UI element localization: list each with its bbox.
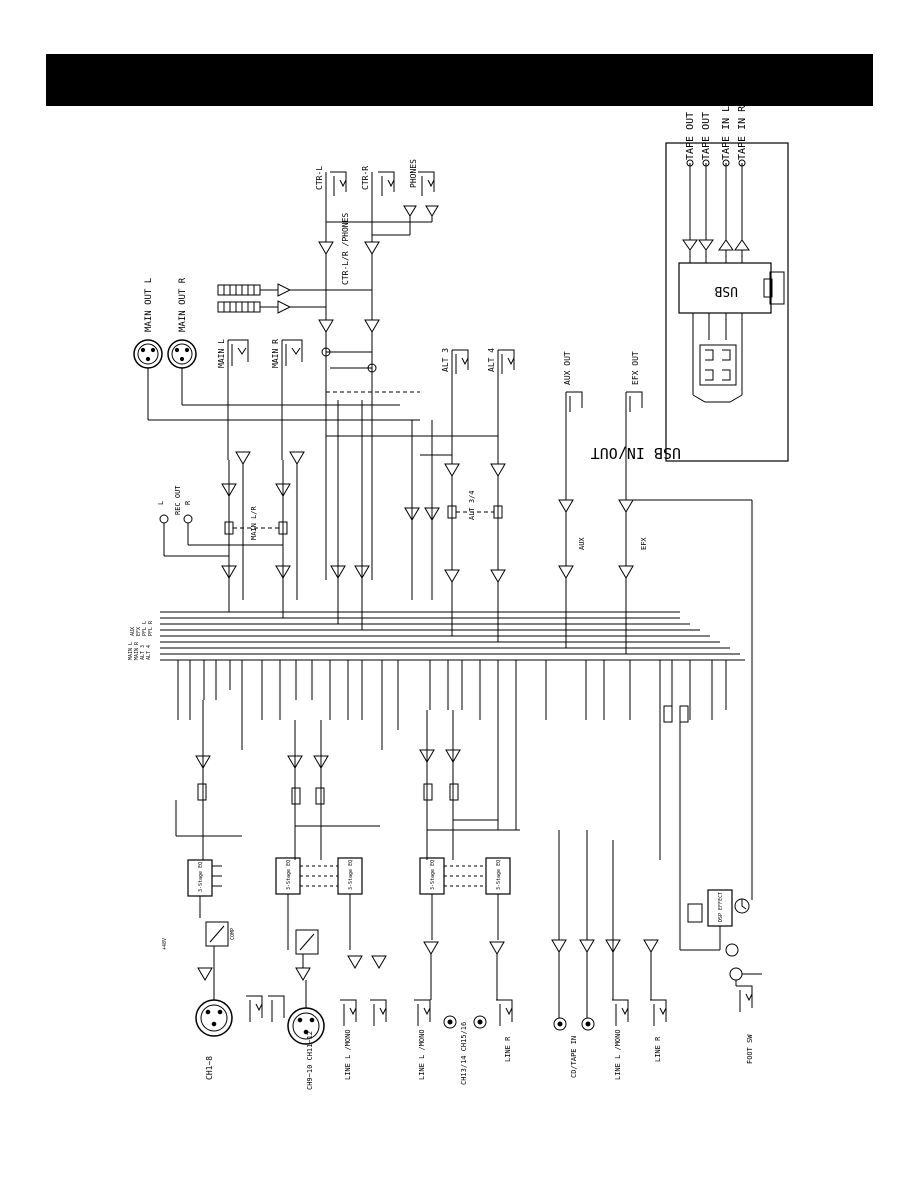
ch13-16-label: CH13/14 CH15/16: [460, 1022, 468, 1085]
foot-sw-label: FOOT SW: [746, 1034, 754, 1064]
bus-label-7: PFL R: [148, 620, 154, 636]
usb-panel: [665, 142, 789, 462]
aux-label: AUX: [578, 537, 586, 550]
input-section: [195, 720, 762, 1045]
usb-title: USB IN/OUT: [591, 444, 681, 462]
efx-out-label: EFX OUT: [631, 351, 640, 385]
line-r-label-2: LINE R: [654, 1036, 662, 1062]
main-jacks: [227, 339, 305, 600]
eq-block-label-1: 3-Stage EQ: [198, 862, 204, 892]
line-l-mono-label-3: LINE L /MONO: [614, 1029, 622, 1080]
line-r-label-1: LINE R: [504, 1036, 512, 1062]
alt34-label: ALT 3/4: [468, 490, 476, 520]
bus-label-6: PFL L: [142, 621, 148, 636]
main-out-r-label: MAIN OUT R: [178, 277, 188, 332]
line-l-mono-label-2: LINE L /MONO: [418, 1029, 426, 1080]
ch9-12-label: CH9~10 CH11~12: [306, 1031, 314, 1090]
eq-block-label-5: 3-Stage EQ: [496, 860, 502, 890]
bus-label-1: MAIN R: [134, 641, 140, 660]
eq-block-label-2: 3-Stage EQ: [286, 860, 292, 890]
usb-connector-icon: [769, 271, 785, 305]
ctr-lr-phones-label: CTR-L/R /PHONES: [341, 213, 350, 285]
alt3-label: ALT 3: [441, 348, 450, 372]
usb-device-label: USB: [714, 283, 738, 298]
ctr-phones: [318, 171, 439, 580]
ctr-r-label: CTR-R: [361, 166, 370, 190]
bus-label-3: ALT 4: [146, 645, 152, 660]
ctr-l-label: CTR-L: [315, 166, 324, 190]
line-l-mono-label-1: LINE L /MONO: [344, 1029, 352, 1080]
usb-port-label-2: TAPE IN L: [721, 106, 732, 160]
rec-out-label: REC OUT: [174, 485, 182, 515]
bus-label-2: ALT 3: [140, 645, 146, 660]
usb-port-label-0: TAPE OUT L: [685, 100, 696, 160]
ch1-8-label: CH1~8: [205, 1056, 214, 1080]
efx-label: EFX: [640, 537, 648, 550]
main-r-label: MAIN R: [271, 339, 280, 368]
main-l-label: MAIN L: [217, 339, 226, 368]
main-out-xlr: [133, 339, 420, 421]
aux-out-label: AUX OUT: [563, 351, 572, 385]
led-meters: [217, 283, 372, 314]
phones-label: PHONES: [409, 159, 418, 188]
phantom-label: +48V: [162, 938, 168, 950]
eq-blocks: [187, 857, 511, 950]
comp-label: COMP: [230, 928, 236, 940]
rec-l-label: L: [157, 501, 165, 505]
main-summing: [159, 391, 503, 600]
header-bar: [46, 54, 873, 106]
channel-taps: [175, 660, 727, 860]
alt4-label: ALT 4: [487, 348, 496, 372]
cd-tape-label: CD/TAPE IN: [570, 1036, 578, 1078]
main-lr-label: MAIN L/R: [250, 505, 258, 540]
bus-label-4: AUX: [130, 627, 136, 636]
bus-lines: [160, 600, 745, 661]
bus-label-0: MAIN L: [128, 642, 134, 660]
main-out-l-label: MAIN OUT L: [144, 278, 154, 332]
eq-block-label-4: 3-Stage EQ: [430, 860, 436, 890]
usb-port-label-3: TAPE IN R: [737, 105, 748, 160]
bus-label-5: EFX: [136, 627, 142, 636]
rec-r-label: R: [184, 500, 192, 505]
usb-port-label-1: TAPE OUT R: [701, 99, 712, 160]
usb-device-box: [678, 262, 772, 314]
alt-aux-efx-outs: [326, 349, 753, 900]
eq-block-label-3: 3-Stage EQ: [348, 860, 354, 890]
dsp-effect-label: DSP EFFECT: [718, 892, 724, 922]
